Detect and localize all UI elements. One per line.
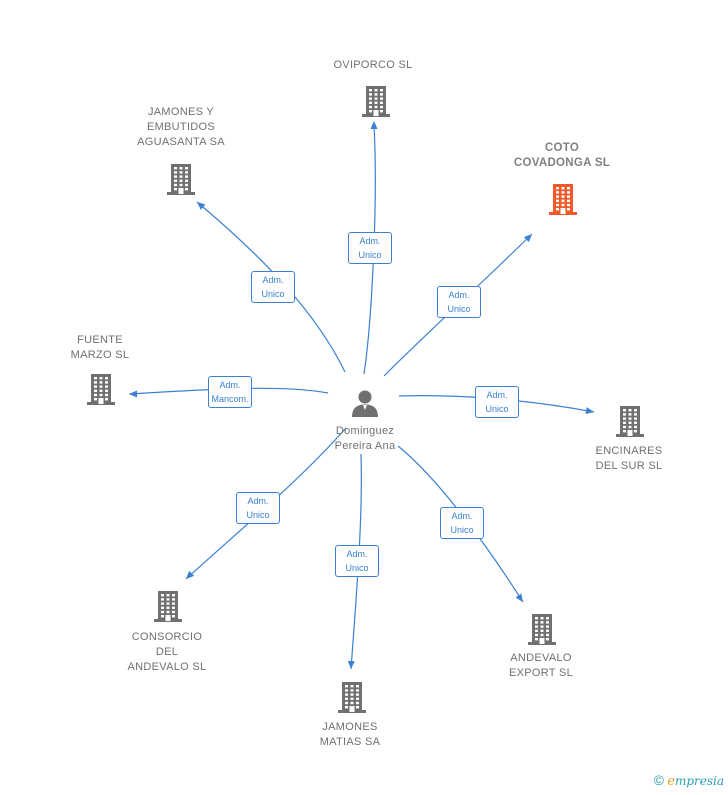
role-badge-jamones_embutidos: Adm. Unico xyxy=(251,271,295,303)
company-name-consorcio[interactable]: CONSORCIO DEL ANDEVALO SL xyxy=(127,631,207,673)
role-text: Unico xyxy=(345,563,369,573)
company-name-jamones_embutidos[interactable]: JAMONES Y EMBUTIDOS AGUASANTA SA xyxy=(137,106,225,148)
building-icon[interactable] xyxy=(337,680,367,714)
role-badge-andevalo_export: Adm. Unico xyxy=(440,507,484,539)
arrowhead-encinares xyxy=(585,407,594,415)
arrowhead-fuente xyxy=(129,390,137,398)
role-text: Unico xyxy=(447,304,471,314)
company-name-oviporco[interactable]: OVIPORCO SL xyxy=(333,59,413,71)
company-name-jamones_matias[interactable]: JAMONES MATIAS SA xyxy=(319,721,381,748)
arrowhead-jamones_matias xyxy=(347,660,355,669)
copyright-symbol: © xyxy=(653,772,664,788)
role-badge-fuente: Adm. Mancom. xyxy=(208,376,252,408)
role-text: Adm. xyxy=(346,549,368,559)
company-name-fuente[interactable]: FUENTE MARZO SL xyxy=(70,334,130,361)
arrowhead-coto xyxy=(523,234,532,243)
role-badge-encinares: Adm. Unico xyxy=(475,386,519,418)
role-text: Adm. xyxy=(486,390,508,400)
brand-name: mpresia xyxy=(674,774,724,788)
building-icon[interactable] xyxy=(527,612,557,646)
brand-e: e xyxy=(667,774,675,789)
person-name[interactable]: Dominguez Pereira Ana xyxy=(334,425,396,452)
arrowhead-consorcio xyxy=(186,570,195,579)
role-text: Adm. xyxy=(219,380,241,390)
building-icon[interactable] xyxy=(166,162,196,196)
role-text: Unico xyxy=(450,525,474,535)
role-text: Adm. xyxy=(359,236,381,246)
company-name-encinares[interactable]: ENCINARES DEL SUR SL xyxy=(595,445,663,472)
role-badge-jamones_matias: Adm. Unico xyxy=(335,545,379,577)
person-icon[interactable] xyxy=(350,388,380,418)
arrowhead-andevalo_export xyxy=(515,593,523,602)
role-text: Mancom. xyxy=(211,394,249,404)
role-badge-oviporco: Adm. Unico xyxy=(348,232,392,264)
building-icon[interactable] xyxy=(86,372,116,406)
role-text: Unico xyxy=(261,289,285,299)
arrowhead-oviporco xyxy=(370,121,378,129)
role-text: Unico xyxy=(358,250,382,260)
role-text: Unico xyxy=(246,510,270,520)
role-text: Adm. xyxy=(448,290,470,300)
building-icon[interactable] xyxy=(153,589,183,623)
building-icon[interactable] xyxy=(615,404,645,438)
role-badge-consorcio: Adm. Unico xyxy=(236,492,280,524)
building-icon[interactable] xyxy=(361,84,391,118)
brand-logo: © empresia xyxy=(654,772,724,789)
role-text: Unico xyxy=(485,404,509,414)
role-text: Adm. xyxy=(451,511,473,521)
role-text: Adm. xyxy=(262,275,284,285)
arrowhead-jamones_embutidos xyxy=(197,202,206,210)
company-name-andevalo_export[interactable]: ANDEVALO EXPORT SL xyxy=(508,652,574,679)
company-name-coto[interactable]: COTO COVADONGA SL xyxy=(513,142,611,169)
building-icon[interactable] xyxy=(548,182,578,216)
role-text: Adm. xyxy=(247,496,269,506)
role-badge-coto: Adm. Unico xyxy=(437,286,481,318)
